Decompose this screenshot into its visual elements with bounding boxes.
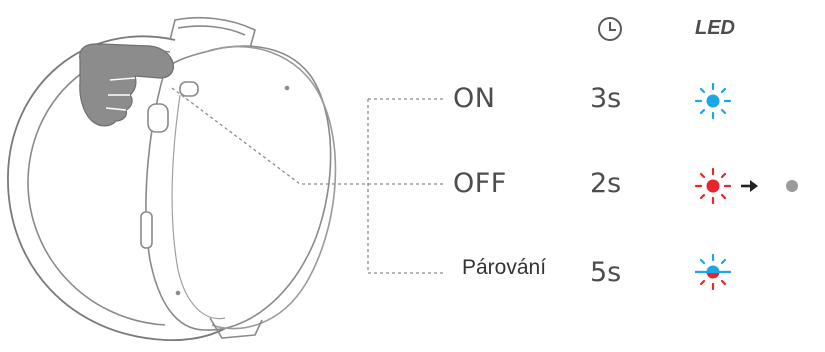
mode-label-on: ON <box>453 83 495 114</box>
duration-on: 3s <box>590 83 621 114</box>
led-red-icon <box>696 169 730 203</box>
mode-label-pairing: Párování <box>462 256 546 280</box>
led-blue-icon <box>696 84 730 118</box>
bracket-connector <box>368 99 446 273</box>
led-blue-red-icon <box>695 255 731 289</box>
arrow-right-icon <box>741 180 758 192</box>
led-column-header: LED <box>695 17 735 40</box>
duration-pairing: 5s <box>590 257 621 288</box>
mode-label-off: OFF <box>453 168 507 199</box>
clock-icon <box>599 18 621 40</box>
duration-off: 2s <box>590 168 621 199</box>
led-off-indicator <box>786 180 798 192</box>
